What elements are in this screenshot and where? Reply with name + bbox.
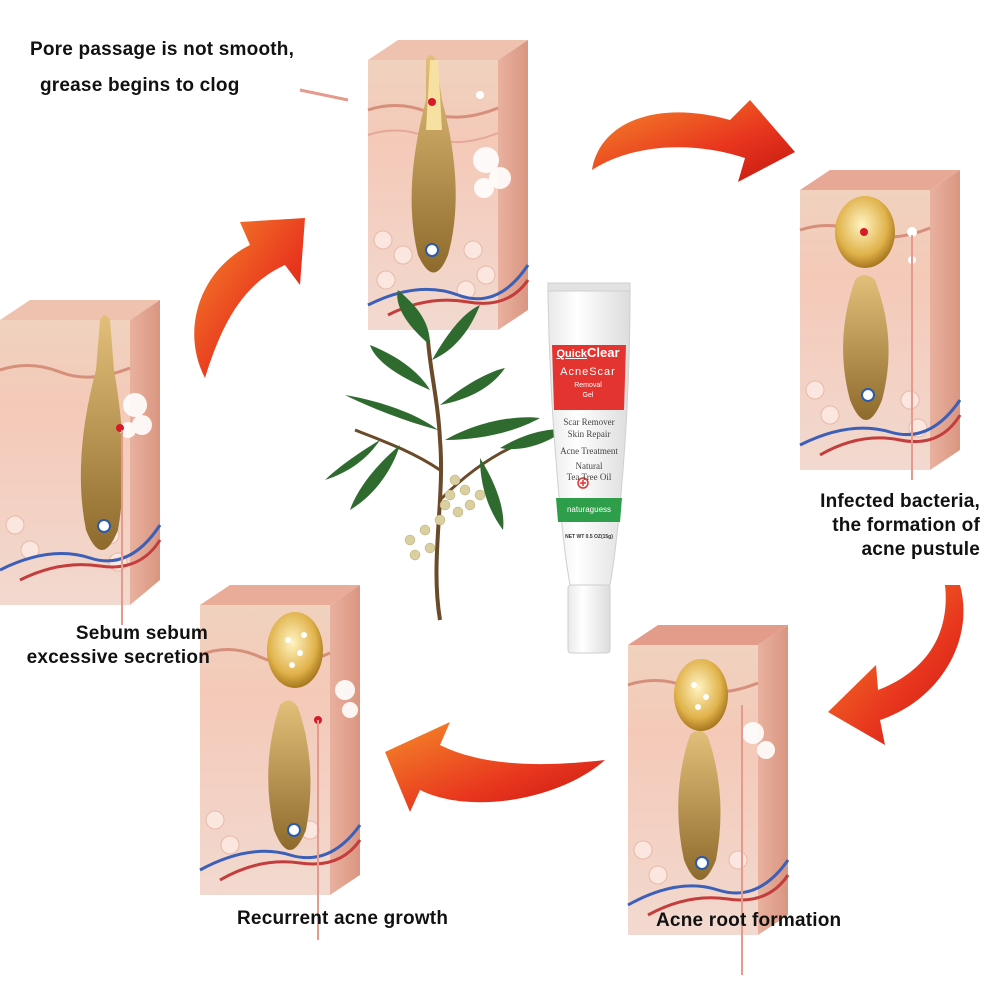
- label-pore-clog-line2: grease begins to clog: [40, 74, 240, 96]
- product-feature-5: Tea Tree Oil: [566, 472, 612, 482]
- arrow-bottom-left: [385, 722, 605, 812]
- product-tube: [547, 282, 631, 654]
- label-sebum-line2: excessive secretion: [26, 646, 210, 668]
- label-pore-clog: Pore passage is not smooth, grease begin…: [30, 38, 294, 98]
- label-infected-line3: acne pustule: [861, 538, 980, 560]
- arrow-left-up: [194, 218, 305, 378]
- label-infected: Infected bacteria, the formation of acne…: [820, 490, 980, 561]
- skin-block-recurrent: [199, 585, 362, 895]
- tea-tree-sprig: [325, 290, 565, 621]
- product-feature-1: Scar Remover: [563, 417, 615, 427]
- brand-clear: Clear: [587, 345, 620, 360]
- product-name: AcneScar: [560, 366, 616, 378]
- skin-block-root: [627, 625, 790, 935]
- skin-block-infected: [799, 170, 962, 470]
- label-root: Acne root formation: [656, 909, 841, 933]
- product-sub1: Removal: [574, 382, 602, 389]
- skin-block-sebum: [0, 300, 162, 605]
- product-feature-2: Skin Repair: [567, 429, 611, 439]
- product-maker: naturaguess: [566, 505, 612, 514]
- label-infected-line2: the formation of: [832, 514, 980, 536]
- label-root-line1: Acne root formation: [656, 910, 842, 931]
- arrow-top-right: [592, 100, 795, 182]
- product-feature-3: Acne Treatment: [560, 446, 618, 456]
- label-recurrent: Recurrent acne growth: [237, 907, 448, 931]
- product-net-weight: NET WT 0.5 OZ(15g): [565, 534, 613, 540]
- product-sub2: Gel: [582, 392, 594, 399]
- label-infected-line1: Infected bacteria,: [820, 491, 980, 512]
- label-sebum: Sebum sebum excessive secretion: [8, 622, 210, 670]
- label-sebum-line1: Sebum sebum: [75, 623, 208, 644]
- brand-quick: Quick: [556, 348, 588, 360]
- label-recurrent-line1: Recurrent acne growth: [237, 908, 449, 929]
- product-feature-4: Natural: [575, 461, 603, 471]
- arrow-right-down: [828, 585, 964, 745]
- pointer-line-pore: [299, 88, 349, 102]
- label-pore-clog-line1: Pore passage is not smooth,: [30, 39, 295, 60]
- skin-block-pore-clog: [367, 40, 530, 330]
- product-brand: QuickClear: [553, 344, 623, 362]
